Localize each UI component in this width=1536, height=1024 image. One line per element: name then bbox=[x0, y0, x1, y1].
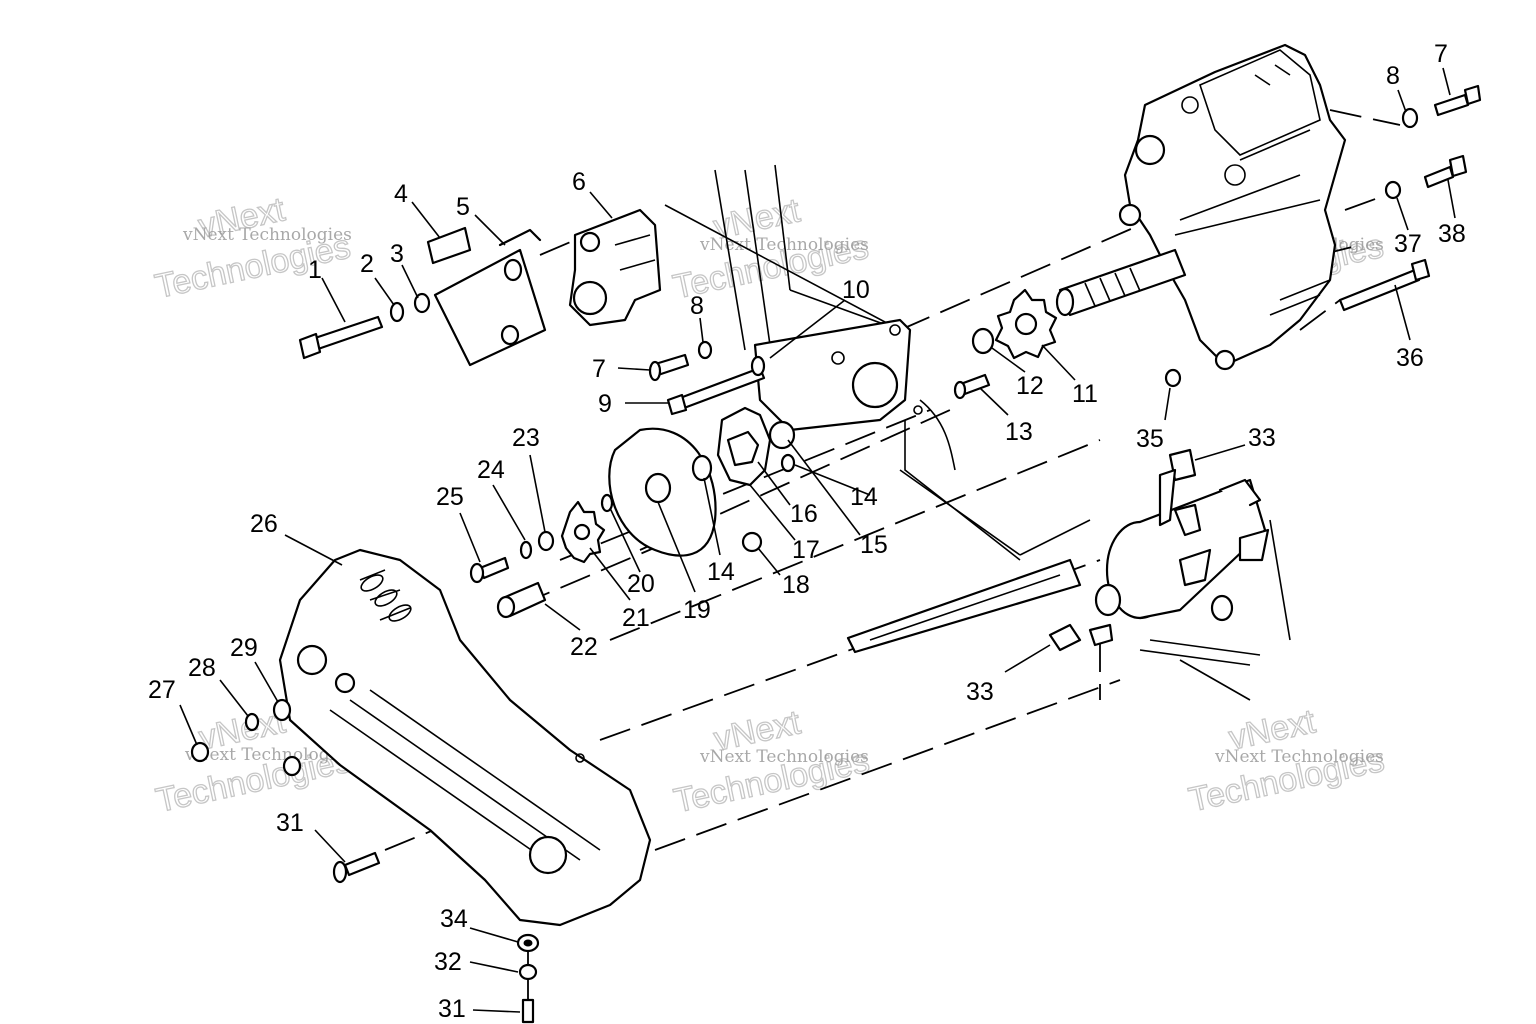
callout-4: 4 bbox=[394, 180, 408, 208]
callout-17: 17 bbox=[792, 536, 820, 564]
lockwasher-24 bbox=[519, 540, 533, 560]
nut-35 bbox=[1164, 368, 1182, 388]
washer-14b bbox=[780, 453, 796, 473]
tensioner-assembly bbox=[1094, 478, 1270, 622]
callout-5: 5 bbox=[456, 193, 470, 221]
watermark-small: vNext Technologies bbox=[699, 747, 869, 767]
callout-25: 25 bbox=[436, 483, 464, 511]
callout-labels: 1 2 3 4 5 6 7 7 8 8 9 10 11 12 13 14 14 … bbox=[148, 40, 1466, 1023]
callout-3: 3 bbox=[390, 240, 404, 268]
brake-bracket bbox=[433, 228, 547, 367]
callout-23: 23 bbox=[512, 424, 540, 452]
spacer-22 bbox=[496, 581, 547, 619]
callout-22: 22 bbox=[570, 633, 598, 661]
nut-18 bbox=[741, 531, 763, 553]
brake-disc-19 bbox=[608, 427, 717, 557]
washer-30 bbox=[282, 755, 302, 777]
callout-21: 21 bbox=[622, 604, 650, 632]
callout-37: 37 bbox=[1394, 230, 1422, 258]
callout-34: 34 bbox=[440, 905, 468, 933]
callout-9: 9 bbox=[598, 390, 612, 418]
callout-16: 16 bbox=[790, 500, 818, 528]
gearcase-housing bbox=[1118, 43, 1347, 371]
leader-lines bbox=[179, 67, 1456, 1013]
bolt-25 bbox=[469, 556, 510, 584]
bolt-38 bbox=[1423, 154, 1468, 189]
callout-6: 6 bbox=[572, 168, 586, 196]
callout-19: 19 bbox=[683, 596, 711, 624]
callout-26: 26 bbox=[250, 510, 278, 538]
callout-33-upper: 33 bbox=[1248, 424, 1276, 452]
callout-10: 10 bbox=[842, 276, 870, 304]
callout-27: 27 bbox=[148, 676, 176, 704]
callout-24: 24 bbox=[477, 456, 505, 484]
bearing-15 bbox=[768, 420, 796, 450]
callout-28: 28 bbox=[188, 654, 216, 682]
bracket-33-lower bbox=[1048, 623, 1114, 652]
lockwasher-8-right bbox=[1401, 107, 1419, 129]
callout-32: 32 bbox=[434, 948, 462, 976]
grommet-34-hole bbox=[523, 939, 533, 947]
callout-31-bottom: 31 bbox=[438, 995, 466, 1023]
callout-18: 18 bbox=[782, 571, 810, 599]
washer-3 bbox=[413, 292, 431, 314]
washer-32 bbox=[518, 963, 538, 981]
callout-8-left: 8 bbox=[690, 292, 704, 320]
callout-8-right: 8 bbox=[1386, 62, 1400, 90]
bolt-36 bbox=[1338, 258, 1431, 312]
chaincase-cover-26 bbox=[278, 548, 652, 927]
callout-15: 15 bbox=[860, 531, 888, 559]
callout-33-lower: 33 bbox=[966, 678, 994, 706]
callout-35: 35 bbox=[1136, 425, 1164, 453]
nut-27 bbox=[190, 741, 210, 763]
bearing-carrier-16 bbox=[716, 406, 772, 487]
chassis-frame bbox=[664, 164, 1291, 701]
callout-31-left: 31 bbox=[276, 809, 304, 837]
bolt-7-left bbox=[648, 353, 690, 382]
callout-29: 29 bbox=[230, 634, 258, 662]
sprocket-21 bbox=[560, 500, 606, 564]
washer-12 bbox=[971, 327, 995, 355]
callout-14-right: 14 bbox=[850, 483, 878, 511]
watermark-small: vNext Technologies bbox=[182, 225, 352, 245]
washer-28 bbox=[244, 712, 260, 732]
bolt-31-bottom bbox=[521, 998, 535, 1024]
watermark-small: vNext Technologies bbox=[1214, 747, 1384, 767]
callout-14-left: 14 bbox=[707, 558, 735, 586]
callout-11: 11 bbox=[1072, 380, 1098, 408]
drive-shaft bbox=[1055, 248, 1187, 317]
callout-20: 20 bbox=[627, 570, 655, 598]
callout-1: 1 bbox=[308, 256, 322, 284]
washer-29 bbox=[272, 698, 292, 722]
sprocket-11 bbox=[994, 288, 1058, 360]
slide-rail bbox=[846, 558, 1082, 654]
washer-20 bbox=[600, 493, 614, 513]
nut-37 bbox=[1384, 180, 1402, 200]
bolt-1 bbox=[298, 315, 384, 360]
brake-caliper bbox=[568, 208, 662, 327]
bracket-33-upper bbox=[1158, 448, 1202, 537]
callout-7-right: 7 bbox=[1434, 40, 1448, 68]
brake-pad bbox=[426, 226, 472, 265]
bolt-31-left bbox=[332, 851, 381, 884]
bolt-9 bbox=[666, 355, 766, 416]
callout-2: 2 bbox=[360, 250, 374, 278]
lockwasher-8-left bbox=[697, 340, 713, 360]
chaincase-bracket bbox=[753, 318, 956, 471]
callout-13: 13 bbox=[1005, 418, 1033, 446]
bolt-7-right bbox=[1433, 84, 1482, 117]
washer-2 bbox=[389, 301, 405, 323]
watermark-small: vNext Technologies bbox=[184, 745, 354, 765]
washer-23 bbox=[537, 530, 555, 552]
callout-7-left: 7 bbox=[592, 355, 606, 383]
callout-12: 12 bbox=[1016, 372, 1044, 400]
callout-36: 36 bbox=[1396, 344, 1424, 372]
callout-38: 38 bbox=[1438, 220, 1466, 248]
washer-14a bbox=[691, 454, 713, 482]
bolt-13 bbox=[953, 373, 991, 400]
